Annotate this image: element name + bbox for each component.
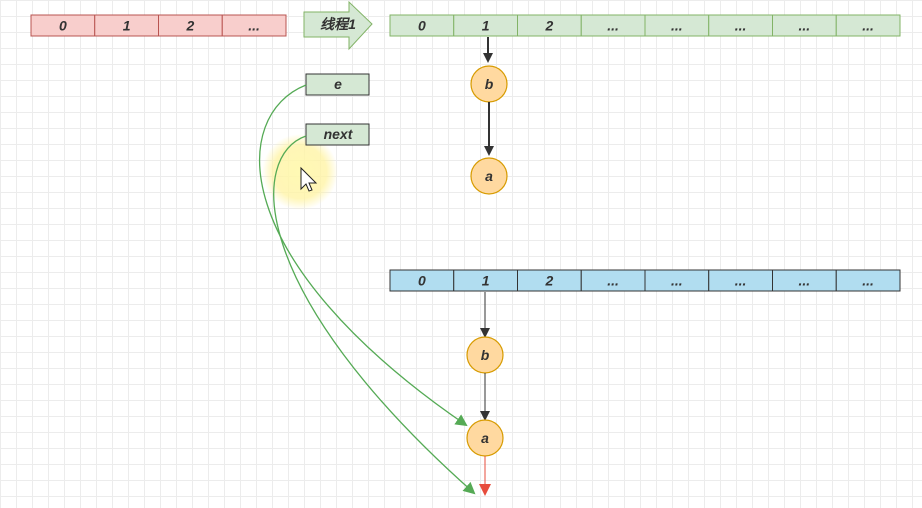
- old-table-cell-0-label: 0: [59, 18, 67, 34]
- next-pointer-curve: [273, 135, 476, 495]
- new-table: 0 1 2...............: [389, 269, 901, 292]
- new-table-cell-6-label: ...: [799, 273, 811, 289]
- thread-arrow: 线程1: [303, 0, 373, 51]
- thread1-table-cell-0-label: 0: [418, 18, 426, 34]
- new-table-cell-2-label: 2: [544, 273, 553, 289]
- new-table-cell-7-label: ...: [862, 273, 874, 289]
- old-table-cell-1-label: 1: [123, 18, 131, 34]
- thread1-table-cell-7: [835, 14, 901, 37]
- new-table-cell-7: [835, 269, 901, 292]
- thread1-table-cell-6-label: ...: [799, 18, 811, 34]
- thread1-table-cell-1-label: 1: [482, 18, 490, 34]
- new-table-cell-5-label: ...: [735, 273, 747, 289]
- thread1-table-cell-2-label: 2: [544, 18, 553, 34]
- thread1-table-cell-5-label: ...: [735, 18, 747, 34]
- var-e-box: [305, 73, 370, 96]
- old-table-cell-3-label: ...: [248, 18, 260, 34]
- thread-arrow-label: 线程1: [320, 16, 356, 32]
- e-pointer-curve: [259, 84, 468, 427]
- thread1-table-cell-3-label: ...: [607, 18, 619, 34]
- thread1-node-b-label: b: [485, 76, 494, 92]
- new-table-cell-3-label: ...: [607, 273, 619, 289]
- old-table: 0 1 2...: [30, 14, 287, 37]
- old-table-cell-3: [221, 14, 287, 37]
- var-e-label: e: [334, 76, 342, 92]
- new-table-cell-4-label: ...: [671, 273, 683, 289]
- thread1-table-cell-4-label: ...: [671, 18, 683, 34]
- new-table-cell-0-label: 0: [418, 273, 426, 289]
- thread1-node-a-label: a: [485, 168, 493, 184]
- new-table-cell-1-label: 1: [482, 273, 490, 289]
- thread1-table-cell-7-label: ...: [862, 18, 874, 34]
- var-next-label: next: [324, 126, 354, 142]
- new-node-a-label: a: [481, 430, 489, 446]
- new-node-b-label: b: [481, 347, 490, 363]
- thread1-node-a: [470, 157, 508, 195]
- mouse-pointer-icon: [300, 166, 318, 192]
- cursor-highlight: [262, 134, 338, 210]
- old-table-cell-2-label: 2: [185, 18, 194, 34]
- var-next-box: [305, 123, 370, 146]
- thread1-table: 0 1 2...............: [389, 14, 901, 37]
- thread-arrow-shape: [303, 0, 373, 51]
